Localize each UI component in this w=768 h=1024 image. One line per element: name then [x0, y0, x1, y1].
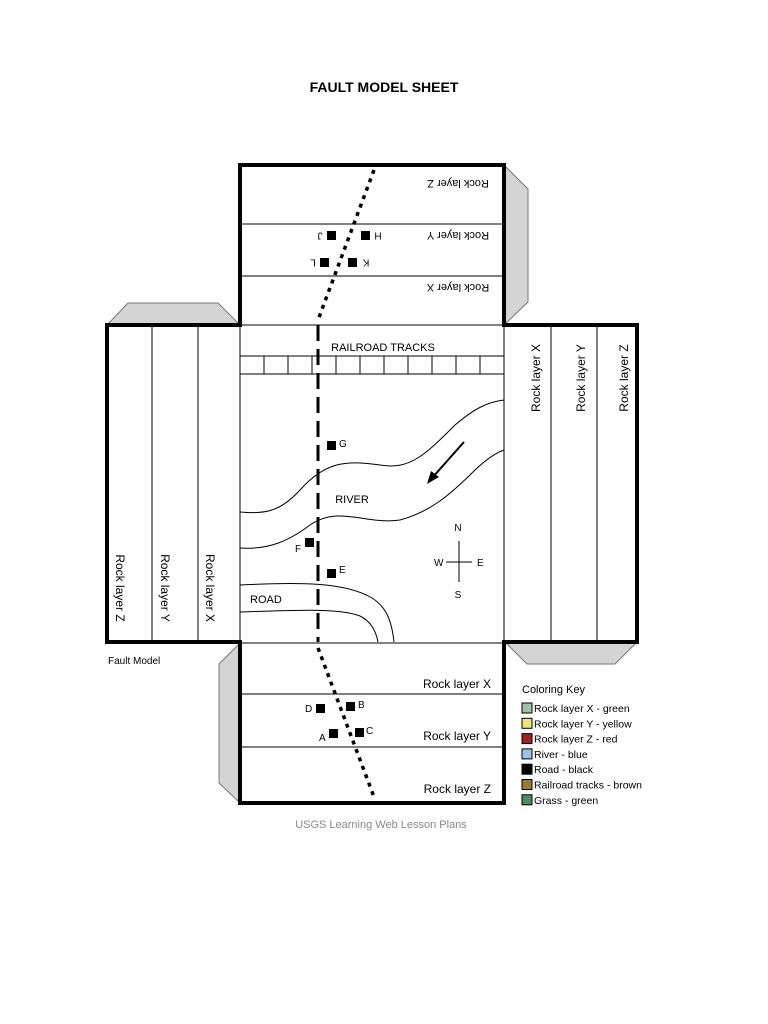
- flow-direction-arrow-icon: [427, 441, 465, 484]
- key-swatch: [521, 763, 533, 775]
- key-swatch: [521, 748, 533, 760]
- point-marker-e: [327, 569, 336, 578]
- point-label-l: L: [310, 256, 316, 267]
- right-layer-z-label: Rock layer Z: [617, 344, 631, 411]
- key-item-label: Grass - green: [534, 795, 598, 807]
- key-swatch: [521, 702, 533, 714]
- point-marker-a: [329, 729, 338, 738]
- point-label-c: C: [366, 726, 373, 737]
- river-north-bank: [239, 399, 505, 514]
- compass-north: N: [454, 523, 461, 534]
- top-right-flap: [503, 163, 529, 327]
- railroad-tracks: [240, 355, 504, 375]
- point-marker-l: [320, 258, 329, 267]
- key-swatch: [521, 794, 533, 806]
- left-layer-x-label: Rock layer X: [203, 554, 217, 622]
- left-layer-z-label: Rock layer Z: [113, 554, 127, 621]
- point-label-g: G: [339, 439, 347, 450]
- key-item-label: Rock layer Z - red: [534, 734, 618, 746]
- point-marker-c: [355, 728, 364, 737]
- sheet-title: FAULT MODEL SHEET: [310, 79, 459, 95]
- bottom-layer-z-label: Rock layer Z: [424, 782, 491, 796]
- key-item-label: Road - black: [534, 764, 594, 776]
- key-item-label: River - blue: [534, 749, 588, 761]
- right-bottom-flap: [503, 641, 639, 665]
- credit-text: USGS Learning Web Lesson Plans: [295, 819, 467, 831]
- railroad-label: RAILROAD TRACKS: [331, 342, 435, 354]
- point-label-a: A: [319, 733, 326, 744]
- key-item-label: Rock layer X - green: [534, 703, 630, 715]
- model-caption: Fault Model: [108, 656, 160, 667]
- compass-east: E: [477, 558, 484, 569]
- road-upper-edge: [239, 582, 395, 643]
- point-marker-b: [346, 702, 355, 711]
- compass-rose: [446, 541, 472, 582]
- point-marker-h: [361, 231, 370, 240]
- bottom-left-flap: [218, 641, 241, 805]
- coloring-key-heading: Coloring Key: [522, 684, 585, 696]
- key-item-label: Rock layer Y - yellow: [534, 718, 632, 730]
- point-label-d: D: [305, 704, 312, 715]
- bottom-layer-x-label: Rock layer X: [423, 677, 491, 691]
- fault-line-top: [316, 169, 376, 321]
- sheet-outline: [105, 163, 639, 805]
- top-layer-x-label: Rock layer X: [426, 281, 489, 293]
- compass-south: S: [455, 590, 462, 601]
- point-marker-j: [327, 231, 336, 240]
- bottom-layer-y-label: Rock layer Y: [423, 729, 491, 743]
- river-label: RIVER: [335, 494, 369, 506]
- river-south-bank: [239, 449, 505, 549]
- right-layer-y-label: Rock layer Y: [574, 344, 588, 412]
- point-label-e: E: [339, 565, 346, 576]
- key-item-label: Railroad tracks - brown: [534, 780, 642, 792]
- point-marker-d: [316, 704, 325, 713]
- top-layer-z-label: Rock layer Z: [427, 177, 489, 189]
- fault-line-bottom: [316, 647, 376, 798]
- point-label-h: H: [374, 229, 381, 240]
- point-label-f: F: [295, 544, 301, 555]
- point-label-b: B: [358, 700, 365, 711]
- right-layer-x-label: Rock layer X: [529, 344, 543, 412]
- point-label-j: J: [318, 229, 323, 240]
- top-layer-y-label: Rock layer Y: [426, 229, 489, 241]
- key-swatch: [521, 717, 533, 729]
- compass-west: W: [434, 558, 444, 569]
- left-top-flap: [105, 302, 242, 326]
- point-label-k: K: [362, 256, 369, 267]
- point-marker-f: [305, 538, 314, 547]
- key-swatch: [521, 779, 533, 790]
- point-marker-k: [348, 258, 357, 267]
- road-label: ROAD: [250, 594, 282, 606]
- key-swatch: [521, 733, 533, 745]
- road-lower-edge: [239, 609, 379, 643]
- left-layer-y-label: Rock layer Y: [158, 554, 172, 622]
- point-marker-g: [327, 441, 336, 450]
